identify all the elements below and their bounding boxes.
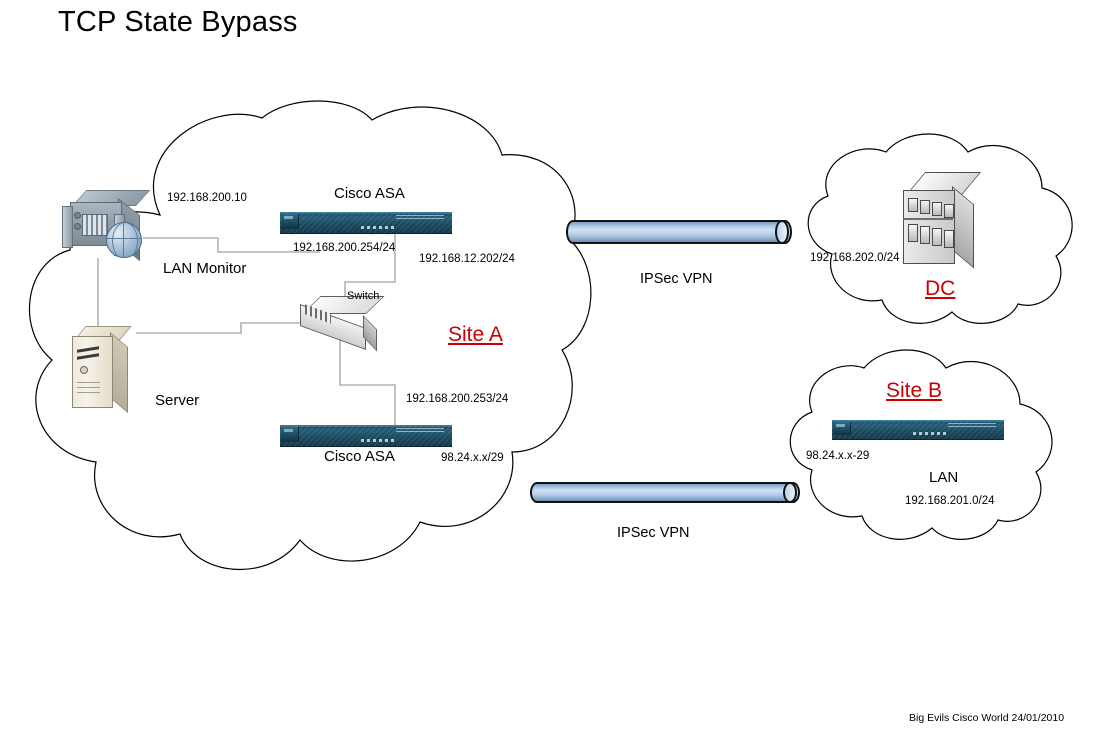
footer-credit: Big Evils Cisco World 24/01/2010 [909, 712, 1065, 724]
asa-bottom-status-leds [361, 439, 396, 442]
cloud-site-b [789, 349, 1053, 540]
link-asa-top-to-switch [344, 232, 396, 300]
building-window [920, 226, 930, 244]
dc-label: DC [925, 277, 956, 300]
asa-top-outside-ip-label: 192.168.12.202/24 [419, 253, 515, 265]
server-power-button [80, 366, 88, 374]
lan-monitor-label: LAN Monitor [163, 260, 247, 277]
building-window [908, 198, 918, 212]
ipsec-tunnel-top[interactable] [566, 220, 792, 244]
site-b-lan-label: LAN [929, 469, 959, 486]
page-title: TCP State Bypass [58, 6, 298, 38]
server-grill-2 [77, 387, 100, 388]
asa-top-label: Cisco ASA [334, 185, 405, 202]
site-b-outside-ip-label: 98.24.x.x-29 [806, 450, 870, 462]
asa-top-bezel [281, 214, 299, 229]
asa-bottom-outside-ip-label: 98.24.x.x/29 [441, 452, 504, 464]
building-floor-band [903, 218, 953, 220]
asa-bottom-inside-ip-label: 192.168.200.253/24 [406, 393, 509, 405]
asa-bottom-device[interactable] [280, 425, 452, 447]
ipsec-tunnel-top-tube [566, 220, 792, 244]
building-window [932, 202, 942, 216]
site-b-subnet-label: 192.168.201.0/24 [905, 495, 995, 507]
site-a-label: Site A [448, 323, 503, 346]
building-window [944, 204, 954, 218]
site-b-label: Site B [886, 379, 943, 402]
building-side [952, 186, 974, 269]
site-b-asa-device[interactable] [832, 420, 1004, 440]
asa-bottom-label: Cisco ASA [324, 448, 395, 465]
lan-monitor-device[interactable] [58, 190, 151, 266]
globe-icon [106, 222, 142, 258]
asa-bottom-bezel [281, 427, 299, 442]
switch-device[interactable] [300, 296, 385, 352]
link-monitor-to-asa-top [143, 237, 320, 253]
asa-bottom-brandmark [396, 428, 444, 434]
asa-top-device[interactable] [280, 212, 452, 234]
server-device[interactable] [66, 326, 136, 414]
lan-monitor-ip-label: 192.168.200.10 [167, 192, 247, 204]
building-window [944, 230, 954, 248]
ipsec-tunnel-bottom-tube [530, 482, 800, 503]
switch-label: Switch [347, 290, 380, 302]
asa-top-status-leds [361, 226, 396, 229]
dc-subnet-label: 192.168.202.0/24 [810, 252, 900, 264]
site-b-asa-status-leds [913, 432, 948, 435]
building-window [908, 224, 918, 242]
ipsec-tunnel-bottom-cap [783, 482, 797, 503]
ipsec-tunnel-top-cap [775, 220, 789, 244]
server-label: Server [155, 392, 200, 409]
server-grill-3 [77, 392, 100, 393]
monitor-rack-ear-left [62, 206, 73, 248]
link-server-to-switch [136, 322, 318, 334]
ipsec-tunnel-bottom[interactable] [530, 482, 800, 503]
link-switch-to-asa-bottom [339, 330, 396, 425]
server-grill-1 [77, 382, 100, 383]
site-b-asa-brandmark [948, 423, 996, 429]
asa-top-inside-ip-label: 192.168.200.254/24 [293, 242, 396, 254]
monitor-led-2 [74, 223, 81, 230]
monitor-drive-slots [82, 214, 108, 236]
monitor-led-1 [74, 212, 81, 219]
ipsec-tunnel-bottom-label: IPSec VPN [617, 525, 690, 541]
building-window [920, 200, 930, 214]
dc-building-icon [895, 172, 982, 272]
asa-top-brandmark [396, 215, 444, 221]
site-b-asa-bezel [833, 422, 851, 435]
building-window [932, 228, 942, 246]
ipsec-tunnel-top-label: IPSec VPN [640, 271, 713, 287]
